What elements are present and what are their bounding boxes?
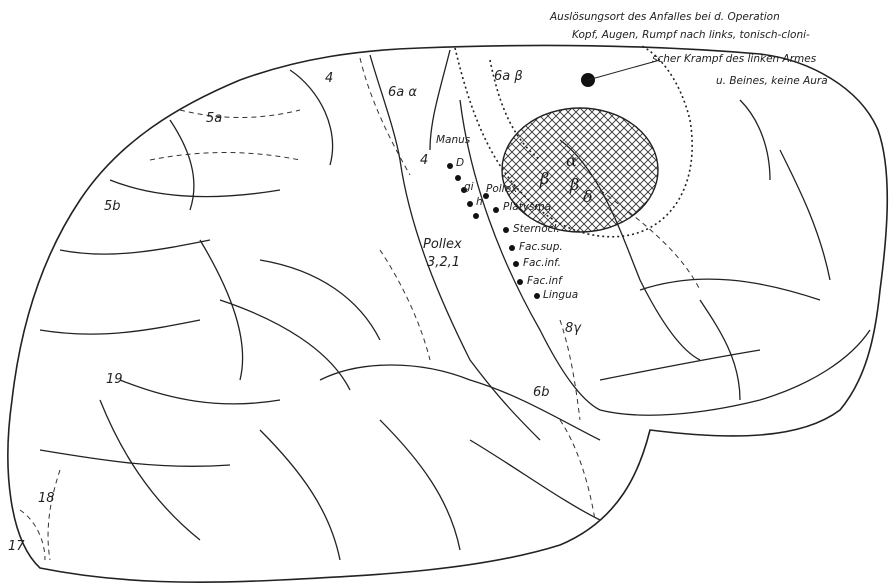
area-label-17: 17: [8, 539, 25, 554]
caption-line-2: Kopf, Augen, Rumpf nach links, tonisch-c…: [572, 29, 810, 41]
area-label-18: 18: [38, 491, 55, 506]
area-label-6a-beta: 6a β: [494, 69, 523, 84]
point-label-sternocl: Sternocl.: [513, 223, 560, 235]
caption-line-1: Auslösungsort des Anfalles bei d. Operat…: [549, 11, 780, 23]
point-label-h: h: [476, 196, 483, 208]
point-label-fac-inf-1: Fac.inf.: [523, 257, 561, 269]
point-label-d: D: [456, 157, 464, 169]
point-label-fac-sup: Fac.sup.: [519, 241, 563, 253]
area-label-5a: 5a: [206, 111, 222, 126]
area-label-4-top: 4: [325, 71, 333, 86]
greek-beta-2: β: [539, 169, 549, 188]
hatched-seizure-zone: [502, 108, 658, 232]
area-label-8-gamma: 8γ: [565, 321, 582, 336]
area-label-3-2-1: 3,2,1: [427, 255, 460, 270]
area-label-4-mid: 4: [420, 153, 428, 168]
area-label-5b: 5b: [104, 199, 121, 214]
sulci-lines: [40, 50, 870, 560]
greek-delta: δ: [583, 187, 593, 206]
point-label-fac-inf-2: Fac.inf: [527, 275, 564, 287]
area-labels: 4 6a α 6a β 5a 5b 4 3,2,1 8γ 6b 19 18 17…: [8, 69, 582, 554]
greek-alpha: α: [566, 151, 577, 170]
area-label-19: 19: [106, 372, 123, 387]
area-label-6b: 6b: [533, 385, 550, 400]
point-label-pollex: Pollex: [486, 183, 518, 195]
point-label-lingua: Lingua: [543, 289, 578, 301]
area-label-pollex: Pollex: [423, 237, 462, 252]
point-label-gi: gi: [464, 181, 474, 193]
point-label-manus: Manus: [436, 134, 471, 146]
point-label-platysma: Platysma: [503, 201, 551, 213]
operation-leader: [588, 60, 660, 80]
greek-beta: β: [569, 175, 579, 194]
caption-line-4: u. Beines, keine Aura: [716, 75, 828, 87]
caption-line-3: scher Krampf des linken Armes: [652, 53, 817, 65]
area-label-6a-alpha: 6a α: [388, 85, 417, 100]
